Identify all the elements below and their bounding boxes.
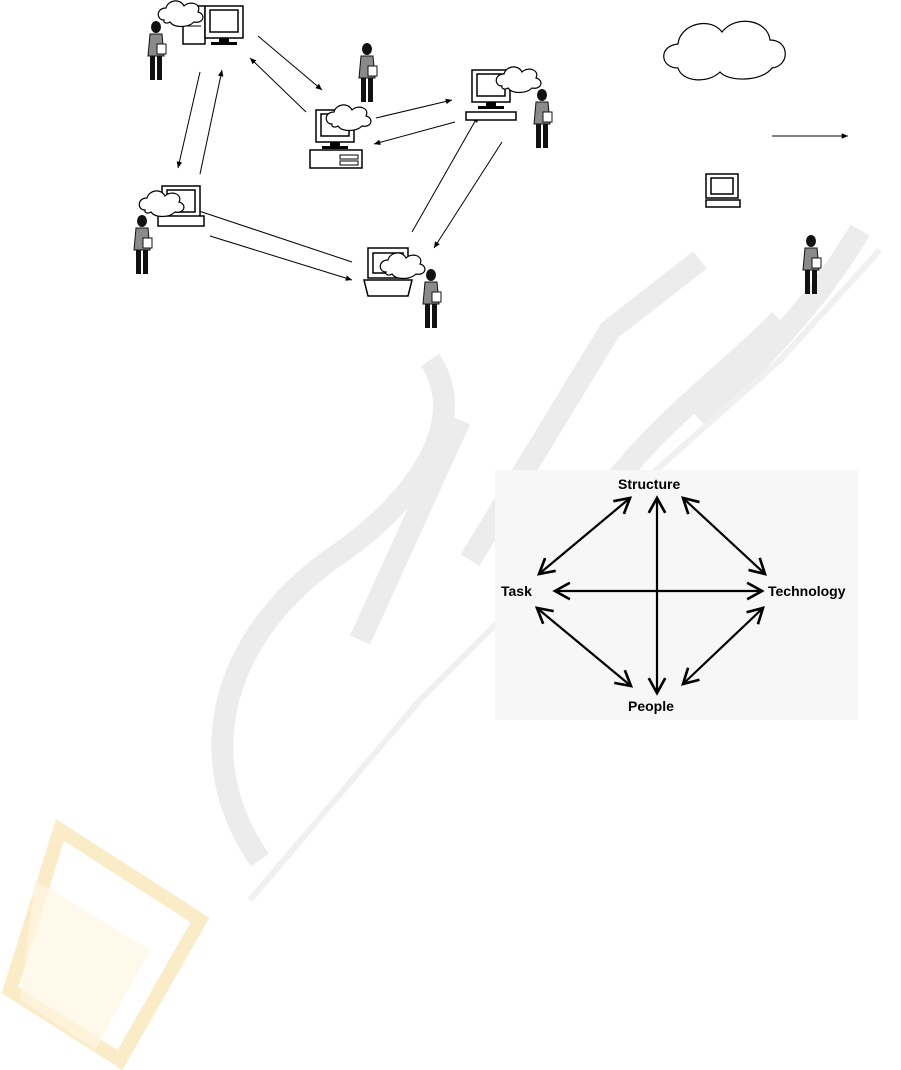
computer-icon xyxy=(706,174,740,207)
workstation-center xyxy=(310,43,377,168)
cloud-icon xyxy=(664,21,786,80)
arrow-task-people xyxy=(537,608,631,686)
workstation-top-left xyxy=(148,1,243,80)
workstation-left xyxy=(134,186,204,274)
person-icon xyxy=(803,235,821,294)
task-label: Task xyxy=(501,583,532,599)
technology-label: Technology xyxy=(768,583,846,599)
legend xyxy=(620,0,901,340)
workstation-top-right xyxy=(466,67,552,148)
leavitt-diagram: Structure Task Technology People xyxy=(495,470,858,720)
structure-label: Structure xyxy=(618,476,680,492)
arrow-technology-people xyxy=(683,608,763,684)
arrow-structure-task xyxy=(539,498,630,574)
arrow-structure-technology xyxy=(683,498,765,574)
workstation-laptop xyxy=(364,248,441,328)
people-label: People xyxy=(628,698,674,714)
